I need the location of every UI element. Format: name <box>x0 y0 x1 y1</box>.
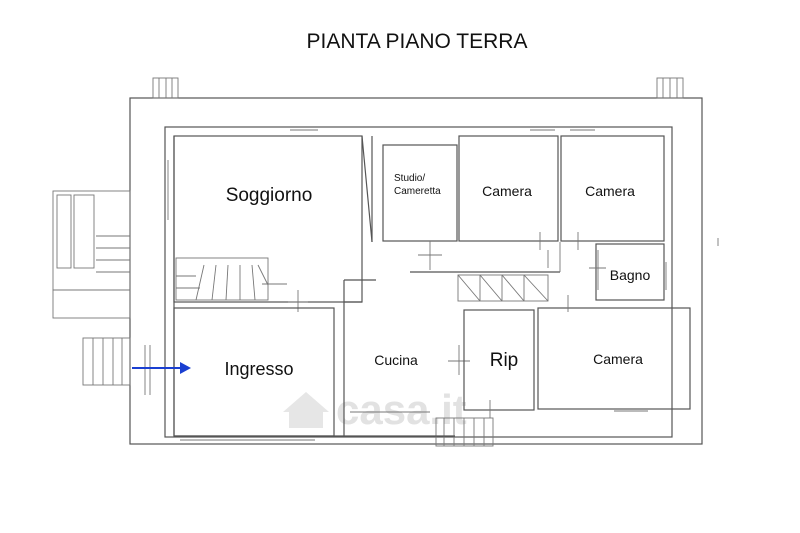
corridor-walls <box>334 135 455 437</box>
label-rip: Rip <box>490 350 519 371</box>
watermark-text: casa.it <box>336 386 467 433</box>
room-ingresso <box>144 307 335 441</box>
plan-title: PIANTA PIANO TERRA <box>307 30 528 53</box>
roof-vents <box>152 77 684 99</box>
room-cucina <box>350 345 470 413</box>
room-camera-1 <box>458 129 559 250</box>
label-camera-1: Camera <box>482 183 532 199</box>
room-studio <box>382 144 458 242</box>
room-camera-2 <box>560 129 665 250</box>
label-ingresso: Ingresso <box>224 359 293 379</box>
label-camera-2: Camera <box>585 183 635 199</box>
wardrobe <box>457 274 549 302</box>
bottom-steps <box>435 417 494 447</box>
hallway <box>410 241 561 273</box>
label-bagno: Bagno <box>610 267 651 283</box>
label-studio-line2: Cameretta <box>394 186 441 197</box>
entry-steps <box>82 337 131 386</box>
house-icon <box>283 392 329 428</box>
label-soggiorno: Soggiorno <box>226 185 313 206</box>
room-bagno <box>589 243 667 301</box>
external-stairs-left <box>52 190 131 319</box>
room-rip <box>463 309 535 418</box>
watermark: casa.it <box>283 386 467 433</box>
arrow-right-icon <box>132 362 191 374</box>
label-studio-line1: Studio/ <box>394 173 425 184</box>
room-camera-3 <box>537 295 691 412</box>
room-soggiorno <box>167 129 363 312</box>
label-cucina: Cucina <box>374 352 418 368</box>
label-camera-3: Camera <box>593 351 643 367</box>
